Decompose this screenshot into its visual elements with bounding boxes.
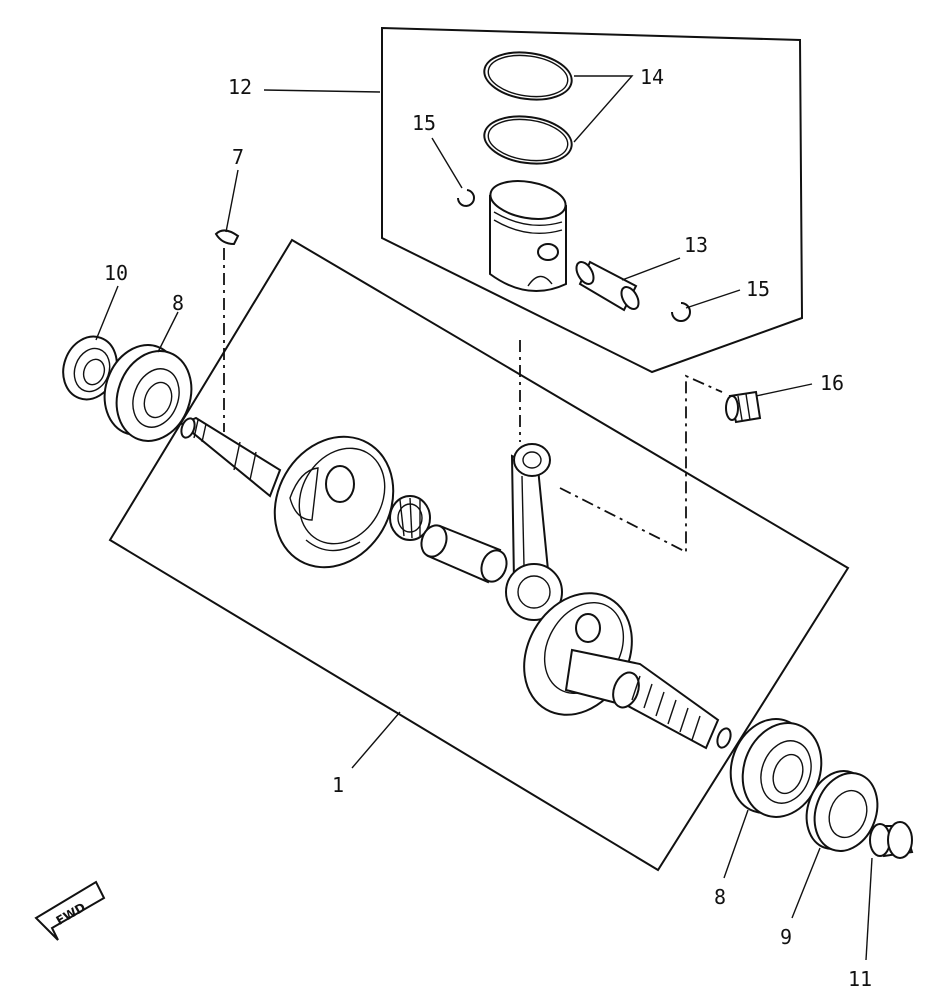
leader-lines xyxy=(95,75,873,961)
label-part-15-upper: 15 xyxy=(412,111,436,135)
label-part-7: 7 xyxy=(232,145,244,169)
piston-rings xyxy=(483,51,573,165)
spacer-collar xyxy=(869,821,914,859)
left-crank-half xyxy=(180,416,395,569)
label-part-9: 9 xyxy=(780,925,792,949)
label-part-16: 16 xyxy=(820,371,844,395)
piston-pin xyxy=(575,260,640,312)
forward-arrow-icon: FWD xyxy=(34,880,106,941)
label-part-8-left: 8 xyxy=(172,291,184,315)
part-number-labels: 1 7 8 8 9 10 11 12 13 14 15 15 16 xyxy=(104,65,872,991)
small-end-bearing xyxy=(725,390,762,424)
crankshaft-group-outline xyxy=(108,238,850,872)
label-part-15-lower: 15 xyxy=(746,277,770,301)
label-part-12: 12 xyxy=(228,75,252,99)
big-end-bearing xyxy=(389,495,431,541)
connecting-rod xyxy=(505,443,563,621)
right-crank-half xyxy=(523,592,732,750)
crank-pin xyxy=(420,524,508,584)
label-part-11: 11 xyxy=(848,967,872,991)
label-part-10: 10 xyxy=(104,261,128,285)
right-oil-seal xyxy=(805,770,879,852)
left-main-bearing xyxy=(103,344,193,442)
left-oil-seal xyxy=(62,335,118,401)
piston-group-outline xyxy=(381,26,804,374)
piston-pin-clips xyxy=(457,189,691,322)
alignment-lines xyxy=(223,248,723,554)
label-part-13: 13 xyxy=(684,233,708,257)
piston xyxy=(489,180,567,293)
label-part-8-right: 8 xyxy=(714,885,726,909)
right-main-bearing xyxy=(729,718,823,818)
label-part-1: 1 xyxy=(332,773,344,797)
woodruff-key xyxy=(214,229,240,246)
label-part-14: 14 xyxy=(640,65,664,89)
